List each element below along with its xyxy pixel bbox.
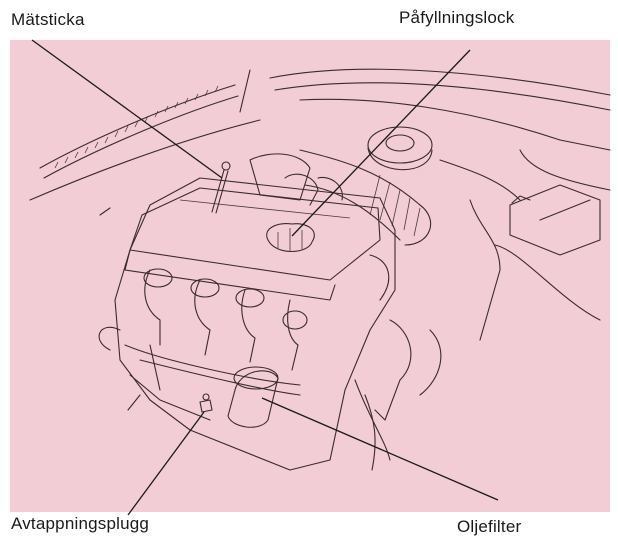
leader-line-oil-filter: [262, 398, 498, 500]
air-intake-hose: [300, 150, 431, 245]
oil-filter: [228, 367, 278, 427]
filler-cap-label: Påfyllningslock: [399, 8, 514, 28]
oil-filler-cap: [267, 224, 315, 252]
oil-filter-label: Oljefilter: [457, 517, 521, 537]
leader-line-filler-cap: [292, 50, 470, 236]
drain-plug: [200, 394, 212, 412]
cowl-vent: [30, 85, 260, 215]
battery: [470, 185, 600, 340]
strut-tower: [368, 127, 520, 200]
exhaust-manifold: [125, 269, 307, 395]
drain-plug-label: Avtappningsplugg: [11, 514, 149, 534]
hood-outline: [240, 69, 610, 190]
dipstick-label: Mätsticka: [11, 10, 85, 30]
leader-line-drain-plug: [128, 412, 204, 515]
engine-block: [99, 178, 441, 470]
